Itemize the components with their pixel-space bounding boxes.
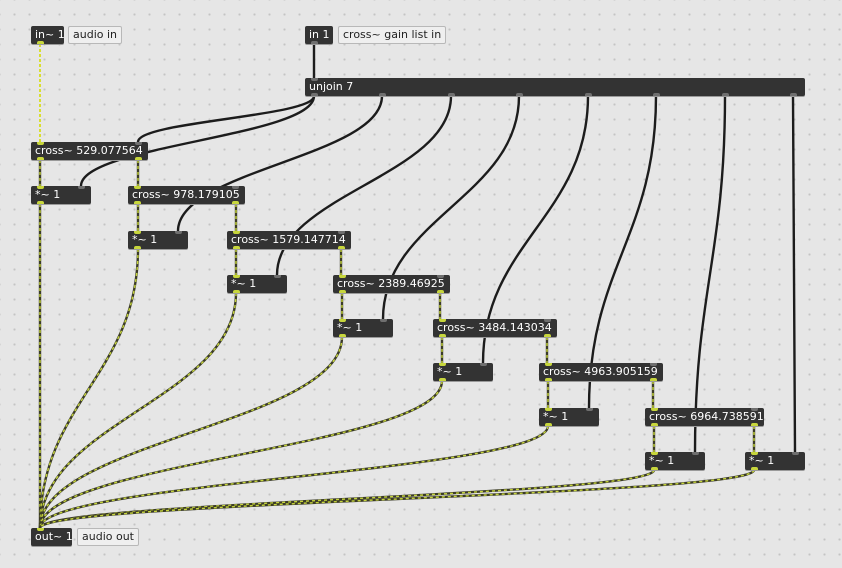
crossover-filter-2[interactable]: cross~ 978.179105: [128, 186, 245, 204]
gain-multiplier-1[interactable]: *~ 1: [31, 186, 91, 204]
crossover-filter-6-label: cross~ 4963.905159: [543, 365, 658, 378]
cord-gain-2-to-out-dash: [39, 248, 139, 529]
cord-gain-4-to-out[interactable]: [38, 336, 344, 529]
cord-unjoin-2-to-gain-2[interactable]: [176, 94, 384, 233]
gain-multiplier-4-label: *~ 1: [337, 321, 363, 334]
gain-multiplier-3-label: *~ 1: [231, 277, 257, 290]
cord-gain-4-to-out-dash: [39, 336, 343, 529]
gain-list-inlet-object[interactable]: in 1: [305, 26, 333, 44]
gain-multiplier-8-label: *~ 1: [749, 454, 775, 467]
audio-outlet-object[interactable]: out~ 1: [31, 528, 72, 546]
control-cords: [79, 42, 797, 454]
audio-outlet-label: out~ 1: [35, 530, 72, 543]
gain-multiplier-1-label: *~ 1: [35, 188, 61, 201]
cord-gain-7-to-out-dash: [39, 469, 655, 529]
crossover-filter-4[interactable]: cross~ 2389.46925: [333, 275, 450, 293]
cord-gain-6-to-out[interactable]: [38, 425, 550, 529]
crossover-filter-2-label: cross~ 978.179105: [132, 188, 240, 201]
gain-multiplier-3[interactable]: *~ 1: [227, 275, 287, 293]
unjoin-object[interactable]: unjoin 7: [305, 78, 805, 96]
audio-out-comment[interactable]: audio out: [77, 528, 139, 546]
gain-list-inlet-label: in 1: [309, 28, 330, 41]
cord-unjoin-8-to-gain-8[interactable]: [791, 94, 797, 454]
gain-multiplier-7-label: *~ 1: [649, 454, 675, 467]
gain-multiplier-2-label: *~ 1: [132, 233, 158, 246]
crossover-filter-1-label: cross~ 529.077564: [35, 144, 143, 157]
crossover-filter-7[interactable]: cross~ 6964.738591: [645, 408, 764, 426]
cord-unjoin-6-to-gain-6[interactable]: [587, 94, 658, 410]
crossover-filter-1[interactable]: cross~ 529.077564: [31, 142, 148, 160]
crossover-filter-7-label: cross~ 6964.738591: [649, 410, 764, 423]
cord-gain-5-to-out[interactable]: [38, 380, 444, 529]
unjoin-label: unjoin 7: [309, 80, 354, 93]
cord-unjoin-7-to-gain-7[interactable]: [693, 94, 727, 454]
gain-multiplier-6[interactable]: *~ 1: [539, 408, 599, 426]
crossover-filter-5[interactable]: cross~ 3484.143034: [433, 319, 557, 337]
audio-inlet-label: in~ 1: [35, 28, 64, 41]
cord-gain-3-to-out[interactable]: [38, 292, 238, 529]
cord-unjoin-1-to-gain-1[interactable]: [79, 94, 316, 188]
gain-multiplier-4[interactable]: *~ 1: [333, 319, 393, 337]
cord-gain-8-to-out-dash: [39, 469, 755, 529]
gain-multiplier-7[interactable]: *~ 1: [645, 452, 705, 470]
crossover-filter-6[interactable]: cross~ 4963.905159: [539, 363, 663, 381]
cord-gain-7-to-out[interactable]: [38, 468, 656, 530]
gain-multiplier-8[interactable]: *~ 1: [745, 452, 805, 470]
cord-unjoin-1-to-cross1[interactable]: [136, 94, 316, 144]
cord-gain-8-to-out[interactable]: [38, 468, 756, 530]
audio-in-comment[interactable]: audio in: [68, 26, 123, 44]
crossover-filter-3[interactable]: cross~ 1579.147714: [227, 231, 351, 249]
cord-gain-5-to-out-dash: [39, 380, 443, 529]
crossover-filter-5-label: cross~ 3484.143034: [437, 321, 552, 334]
gain-multiplier-2[interactable]: *~ 1: [128, 231, 188, 249]
crossover-filter-3-label: cross~ 1579.147714: [231, 233, 346, 246]
gain-multiplier-5[interactable]: *~ 1: [433, 363, 493, 381]
cord-gain-6-to-out-dash: [39, 425, 549, 529]
crossover-filter-4-label: cross~ 2389.46925: [337, 277, 445, 290]
gain-multiplier-6-label: *~ 1: [543, 410, 569, 423]
audio-inlet-object[interactable]: in~ 1: [31, 26, 64, 44]
gain-list-in-comment[interactable]: cross~ gain list in: [338, 26, 447, 44]
cord-gain-2-to-out[interactable]: [38, 248, 140, 529]
gain-multiplier-5-label: *~ 1: [437, 365, 463, 378]
cord-gain-3-to-out-dash: [39, 292, 237, 529]
